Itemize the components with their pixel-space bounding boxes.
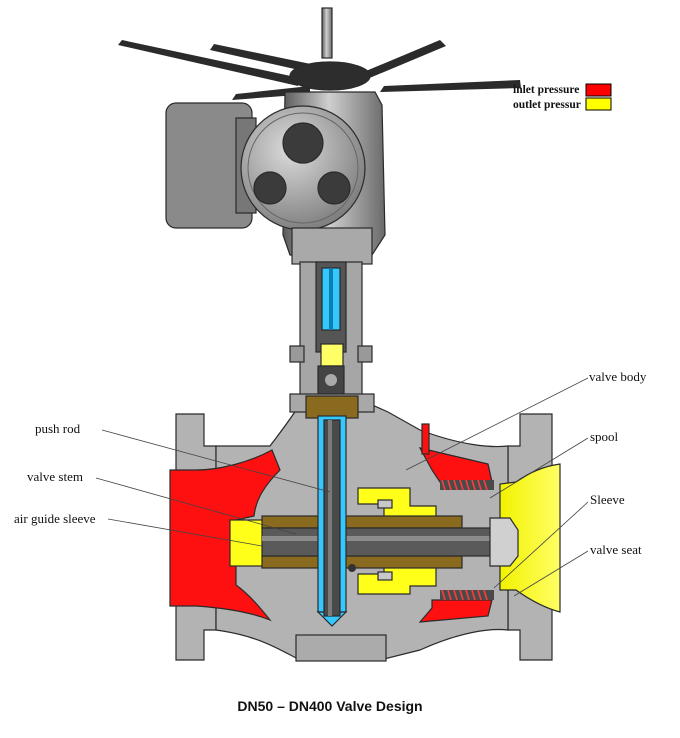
diagram-caption: DN50 – DN400 Valve Design xyxy=(237,698,422,714)
actuator-neck xyxy=(291,227,373,265)
actuator-spindle xyxy=(321,7,333,59)
label-valve-stem: valve stem xyxy=(27,469,83,484)
bonnet-yoke xyxy=(289,261,373,398)
legend-inlet-label: inlet pressure xyxy=(513,84,579,96)
coupling-nut xyxy=(320,343,344,367)
spool-shaft xyxy=(261,527,495,557)
handwheel xyxy=(118,40,521,100)
pressure-legend: inlet pressure outlet pressur xyxy=(513,83,612,111)
cover-port-left xyxy=(253,171,287,205)
leader-valve-stem xyxy=(95,477,297,535)
cover-port-top xyxy=(282,122,324,164)
label-air-guide-sleeve: air guide sleeve xyxy=(14,511,96,526)
cover-port-right xyxy=(317,171,351,205)
pilot-tube xyxy=(421,423,430,455)
inlet-pressure-zone xyxy=(169,423,493,623)
spring-lower xyxy=(440,589,494,601)
leader-valve-seat xyxy=(513,550,589,597)
spool-head xyxy=(489,517,519,567)
electric-actuator xyxy=(118,7,521,265)
label-sleeve: Sleeve xyxy=(590,492,625,507)
label-spool: spool xyxy=(590,429,619,444)
legend-outlet-swatch xyxy=(585,97,612,111)
leader-air-guide-sleeve xyxy=(107,518,263,547)
leader-spool xyxy=(489,437,589,499)
leader-sleeve xyxy=(493,501,589,589)
label-valve-body: valve body xyxy=(589,369,647,384)
spring-upper xyxy=(440,479,494,491)
label-valve-seat: valve seat xyxy=(590,542,642,557)
callouts: push rod valve stem air guide sleeve val… xyxy=(14,369,647,597)
label-push-rod: push rod xyxy=(35,421,81,436)
legend-inlet-swatch xyxy=(585,83,612,97)
legend-outlet-label: outlet pressur xyxy=(513,99,581,111)
leader-push-rod xyxy=(101,429,331,493)
valve-internals xyxy=(261,415,519,627)
guide-tube xyxy=(261,515,463,529)
leader-valve-body xyxy=(405,377,589,471)
brass-gland xyxy=(305,395,359,419)
